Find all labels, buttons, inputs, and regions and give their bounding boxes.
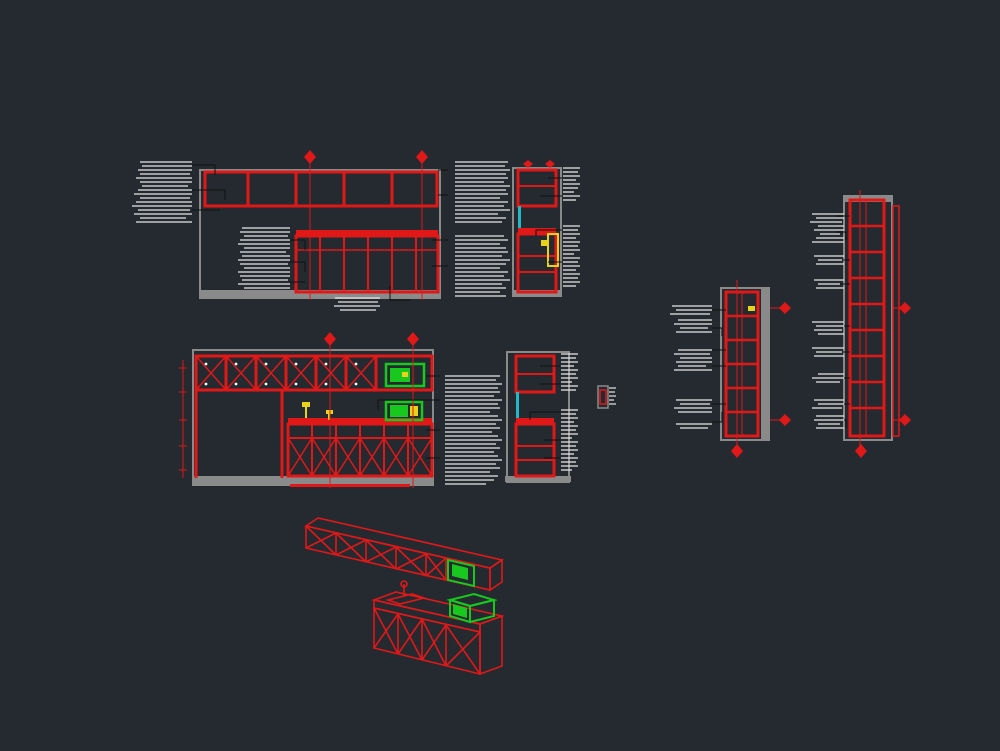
notes-upper-elevation-left: [132, 161, 192, 223]
tall-unit-a-view: [712, 280, 791, 458]
lower-elevation-view: [179, 332, 440, 488]
upper-elevation-view: [192, 150, 448, 301]
notes-upper-section: [563, 167, 580, 287]
notes-tall-unit-b: [810, 213, 844, 429]
isometric-kitchen-view: [304, 517, 505, 676]
notes-lower-elevation: [445, 375, 502, 485]
notes-upper-elevation-right: [455, 161, 510, 297]
detail-tag: [597, 385, 616, 409]
notes-upper-elevation-mid: [238, 227, 290, 289]
upper-section-view: [512, 160, 562, 297]
lower-section-view: [505, 351, 571, 483]
tall-unit-b-view: [836, 190, 911, 458]
notes-upper-elevation-bottom: [334, 297, 380, 311]
lower-elevation-tags: [204, 362, 358, 386]
notes-tall-unit-a: [670, 305, 712, 429]
notes-lower-section: [561, 353, 578, 471]
isometric-appliances: [446, 558, 498, 624]
